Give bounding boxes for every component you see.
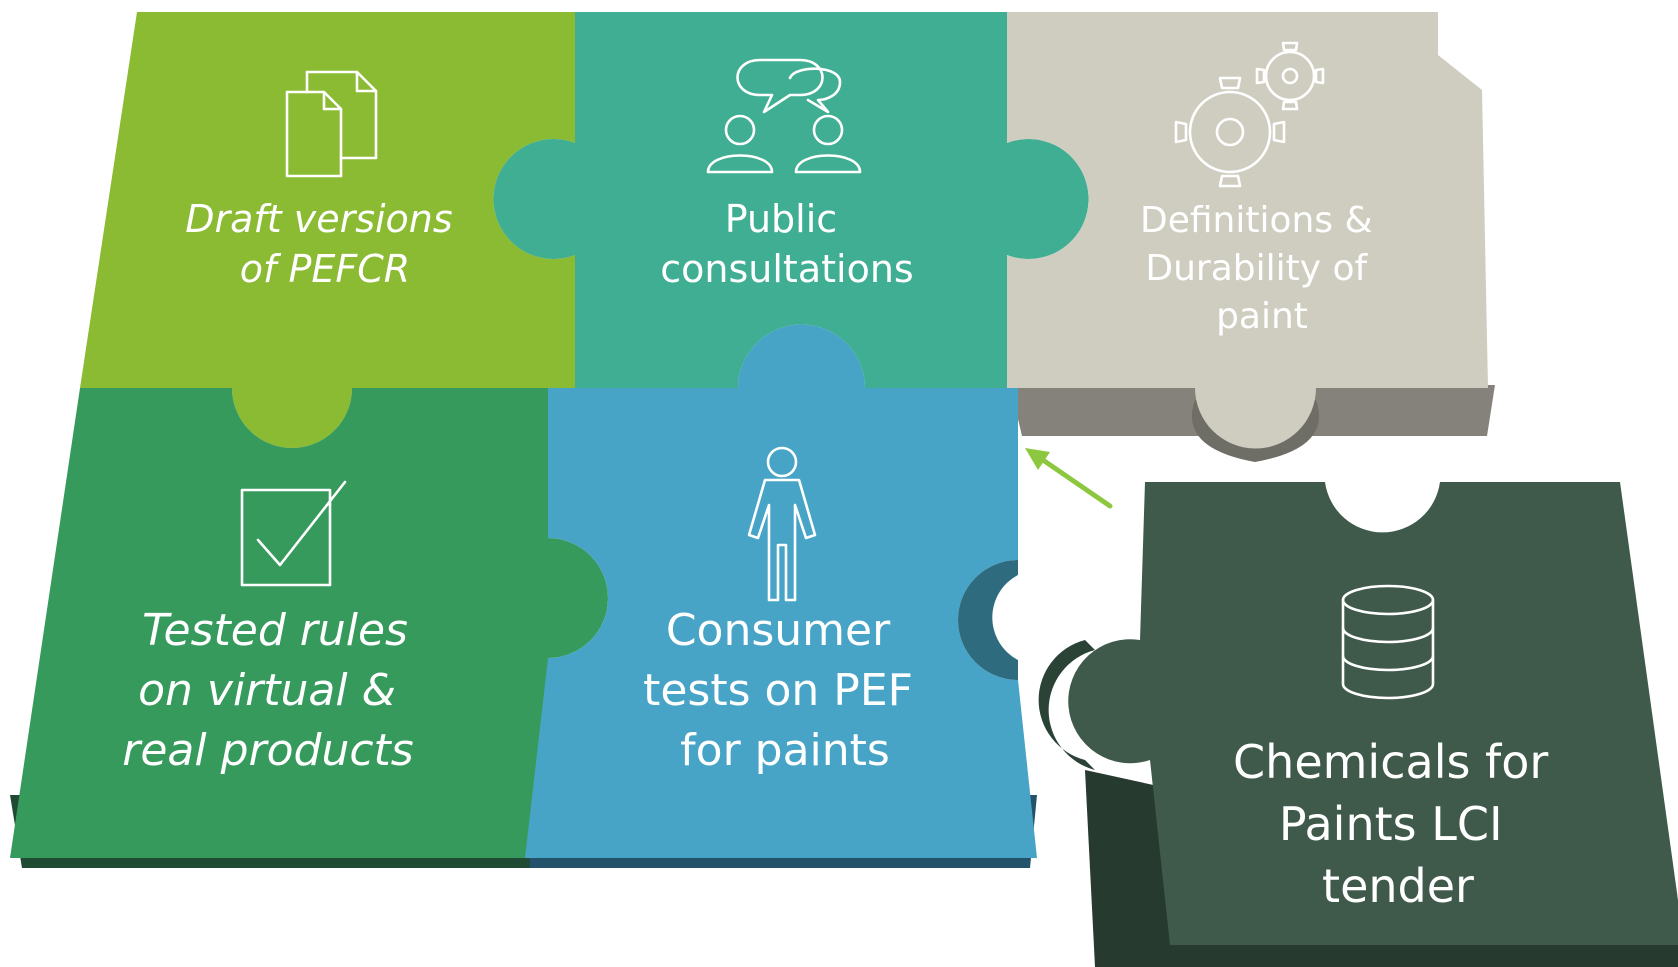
draft-label: Draft versions of PEFCR [185,197,465,291]
tested-label: Tested rules on virtual & real products [122,605,422,776]
arrow-to-consumer [1025,448,1113,509]
consumer-label: Consumer tests on PEF for paints [643,605,927,776]
public-label: Public consultations [660,197,913,291]
consumer-notch-depth [958,560,1018,680]
definitions-label: Definitions & Durability of paint [1140,200,1384,337]
piece-definitions [1007,12,1488,449]
piece-draft [80,12,575,448]
gears-icon [1174,41,1325,188]
checkbox-icon [240,480,347,587]
piece-chemicals [1068,482,1678,945]
piece-consumer [525,324,1037,859]
chemicals-knob-depth [1038,640,1095,770]
piece-tested [10,388,608,858]
conversation-icon [706,58,862,174]
piece-public [493,12,1089,388]
documents-icon [285,70,378,178]
person-icon [747,446,817,602]
database-icon [1341,584,1435,700]
chemicals-label: Chemicals for Paints LCI tender [1233,735,1563,913]
